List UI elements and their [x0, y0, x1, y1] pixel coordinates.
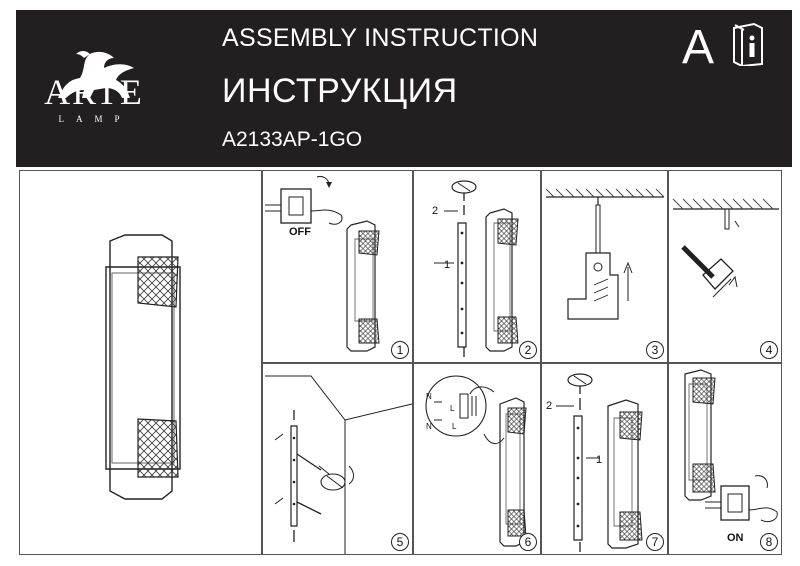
wire-l-2: L — [452, 422, 457, 431]
power-on-illustration — [684, 369, 778, 523]
mounting-plate-illustration — [545, 188, 665, 320]
header-banner: ARTE LAMP ASSEMBLY INSTRUCTION ИНСТРУКЦИ… — [16, 10, 792, 167]
step-8-panel: ON 8 — [668, 363, 782, 555]
instruction-title-ru: ИНСТРУКЦИЯ — [222, 72, 458, 110]
on-label: ON — [727, 532, 744, 544]
griffin-logo-icon — [58, 51, 134, 98]
wiring-illustration — [425, 375, 527, 547]
bracket-mounting-illustration — [265, 375, 413, 554]
step-6-panel: N L N L 6 — [413, 363, 541, 555]
step-4-panel: 4 — [668, 170, 782, 363]
off-label: OFF — [289, 226, 311, 238]
step-number: 4 — [760, 341, 778, 359]
step-number: 6 — [519, 533, 537, 551]
step-7-panel: 2 1 7 — [541, 363, 668, 555]
step-number: 1 — [391, 341, 409, 359]
step-3-panel: 3 — [541, 170, 668, 363]
step-number: 3 — [646, 341, 664, 359]
book-info-icon — [733, 22, 763, 66]
callout-2: 2 — [432, 205, 439, 217]
wire-l-1: L — [450, 404, 455, 413]
step-number: 5 — [391, 533, 409, 551]
lamp-attach-illustration — [556, 373, 643, 552]
step-1-panel: OFF 1 — [262, 170, 413, 363]
step-2-panel: 2 1 2 — [413, 170, 541, 363]
brand-subtitle: LAMP — [58, 114, 132, 124]
model-number: A2133AP-1GO — [222, 128, 363, 151]
lamp-front-view-illustration — [105, 234, 181, 500]
assembly-title: ASSEMBLY INSTRUCTION — [222, 24, 539, 52]
wall-drilling-illustration — [672, 198, 779, 298]
step-number: 8 — [760, 533, 778, 551]
wire-n-2: N — [426, 422, 432, 431]
callout-1: 1 — [596, 454, 603, 466]
step-number: 2 — [519, 341, 537, 359]
power-off-illustration — [265, 176, 380, 352]
callout-1: 1 — [444, 259, 451, 271]
step-5-panel: 5 — [262, 363, 413, 555]
callout-2: 2 — [546, 400, 553, 412]
step-number: 7 — [646, 533, 664, 551]
product-overview-panel — [19, 170, 262, 555]
bracket-removal-illustration — [434, 180, 519, 357]
brand-name: ARTE — [44, 72, 144, 112]
language-letter: A — [682, 21, 715, 74]
wire-n-1: N — [426, 392, 432, 401]
